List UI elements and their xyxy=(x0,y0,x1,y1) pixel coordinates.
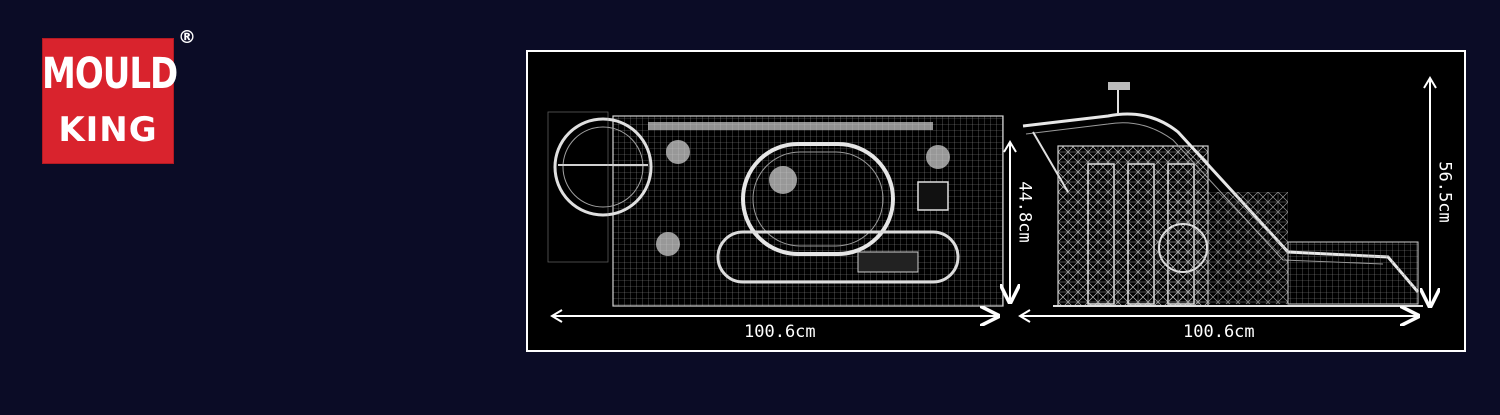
mould-king-logo: MOULD KING xyxy=(42,38,178,164)
side-view-height-label: 56.5cm xyxy=(1434,161,1455,223)
logo-text-mould: MOULD xyxy=(42,49,178,99)
dimension-diagram-panel: 100.6cm 100.6cm 44.8cm 56.5cm xyxy=(526,50,1466,352)
registered-mark: ® xyxy=(178,27,196,48)
dimension-arrows xyxy=(550,76,1436,322)
side-view-drawing xyxy=(1022,82,1423,307)
dimension-drawings xyxy=(547,76,1464,350)
top-view-width-label: 100.6cm xyxy=(744,322,816,342)
logo-text-king: KING xyxy=(58,110,158,150)
top-view-depth-label: 44.8cm xyxy=(1014,181,1035,243)
top-view-drawing xyxy=(547,111,1004,307)
side-view-width-label: 100.6cm xyxy=(1183,322,1255,342)
